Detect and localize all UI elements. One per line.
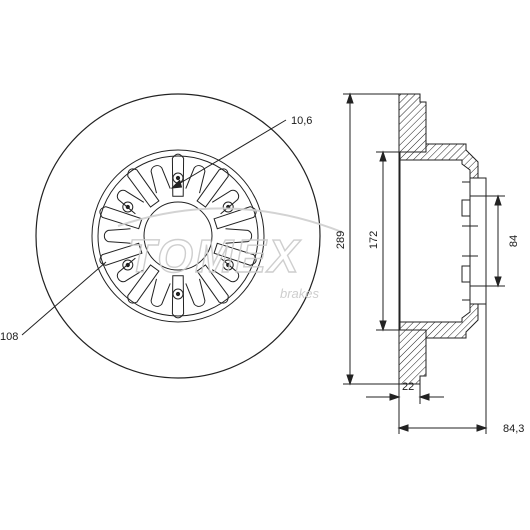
- outer-diameter-dimension: 289: [335, 231, 347, 249]
- front-view: [21, 93, 321, 379]
- hat-outer-circle: [91, 149, 265, 323]
- cooling-slot: [171, 153, 185, 197]
- bolt-hole-center: [175, 291, 181, 297]
- bolt-hole: [172, 288, 184, 300]
- bolt-hole: [222, 259, 234, 271]
- pcd-leader: [21, 261, 107, 336]
- cooling-slot: [196, 264, 229, 304]
- cooling-slot: [196, 168, 229, 208]
- cooling-slot: [127, 264, 160, 304]
- hat-inner-circle: [97, 155, 259, 317]
- bolt-hole-leader-arrow: [170, 179, 183, 189]
- watermark-logo: TOMEX brakes: [117, 207, 343, 301]
- bolt-hole-center: [125, 262, 130, 268]
- cooling-slots: [99, 153, 257, 319]
- bolt-holes: [122, 172, 234, 300]
- watermark-brand: TOMEX: [128, 230, 301, 282]
- height-dimension: 84,3: [503, 423, 524, 435]
- bolt-hole: [122, 201, 134, 213]
- cooling-slot: [213, 242, 257, 266]
- cooling-channel: [150, 278, 171, 307]
- cooling-slot: [99, 242, 143, 266]
- bolt-hole: [122, 259, 134, 271]
- disc-outer-edge: [35, 93, 321, 379]
- center-bore-circle: [143, 201, 213, 271]
- cooling-channel: [116, 257, 145, 283]
- cooling-slot: [213, 206, 257, 230]
- section-view: [398, 93, 487, 385]
- cooling-channel: [185, 165, 206, 194]
- center-bore-dimension: 84: [508, 235, 520, 247]
- cooling-channel: [225, 228, 253, 244]
- cooling-channel: [211, 189, 240, 215]
- mounting-face: [469, 177, 487, 305]
- cooling-channel: [116, 189, 145, 215]
- bolt-hole-center: [125, 204, 130, 210]
- pcd-dimension: 108: [0, 331, 18, 343]
- cooling-channel: [150, 165, 171, 194]
- cooling-channel: [185, 278, 206, 307]
- bolt-hole-center: [175, 175, 181, 181]
- bolt-hole-dimension: 10,6: [291, 115, 312, 127]
- cooling-channel: [103, 228, 131, 244]
- hat-diameter-dimension: 172: [368, 231, 380, 249]
- thickness-dimension: 22: [402, 381, 414, 393]
- watermark-tagline: brakes: [280, 286, 320, 301]
- bolt-hole-leader: [171, 119, 287, 189]
- bolt-hole: [222, 201, 234, 213]
- bolt-hole-center: [226, 262, 231, 268]
- cooling-channel: [211, 257, 240, 283]
- cooling-slot: [171, 275, 185, 319]
- cooling-slot: [99, 206, 143, 230]
- friction-ring-section: [398, 93, 427, 385]
- dimension-lines: [343, 92, 505, 434]
- cooling-slot: [127, 168, 160, 208]
